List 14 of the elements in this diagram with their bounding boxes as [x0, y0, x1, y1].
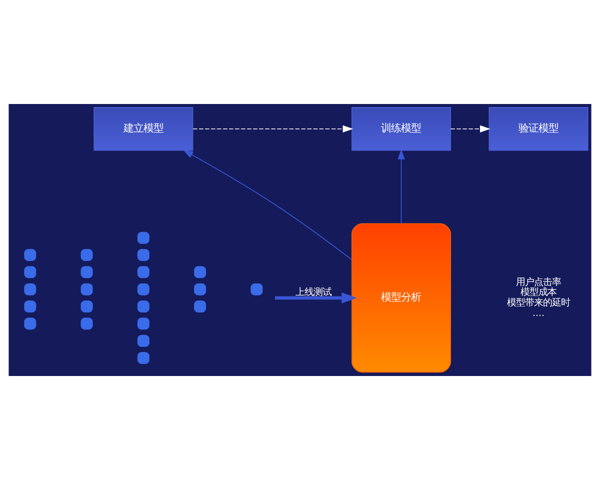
node-label: 用户点击率 — [516, 276, 562, 288]
arrow — [450, 125, 490, 132]
node-box: 建立模型 — [94, 107, 194, 151]
arrow — [274, 292, 358, 304]
edge-label: 上线测试 — [295, 287, 332, 298]
arrow — [398, 149, 405, 224]
node-label: .... — [532, 308, 545, 319]
node-label: 模型成本 — [520, 287, 557, 298]
node-box: 训练模型 — [351, 107, 452, 151]
node-label: 模型带来的延时 — [507, 297, 570, 308]
node-box: 模型分析 — [351, 223, 452, 373]
arrow — [182, 150, 352, 260]
arrow — [192, 125, 354, 132]
node-box: 验证模型 — [488, 107, 588, 151]
